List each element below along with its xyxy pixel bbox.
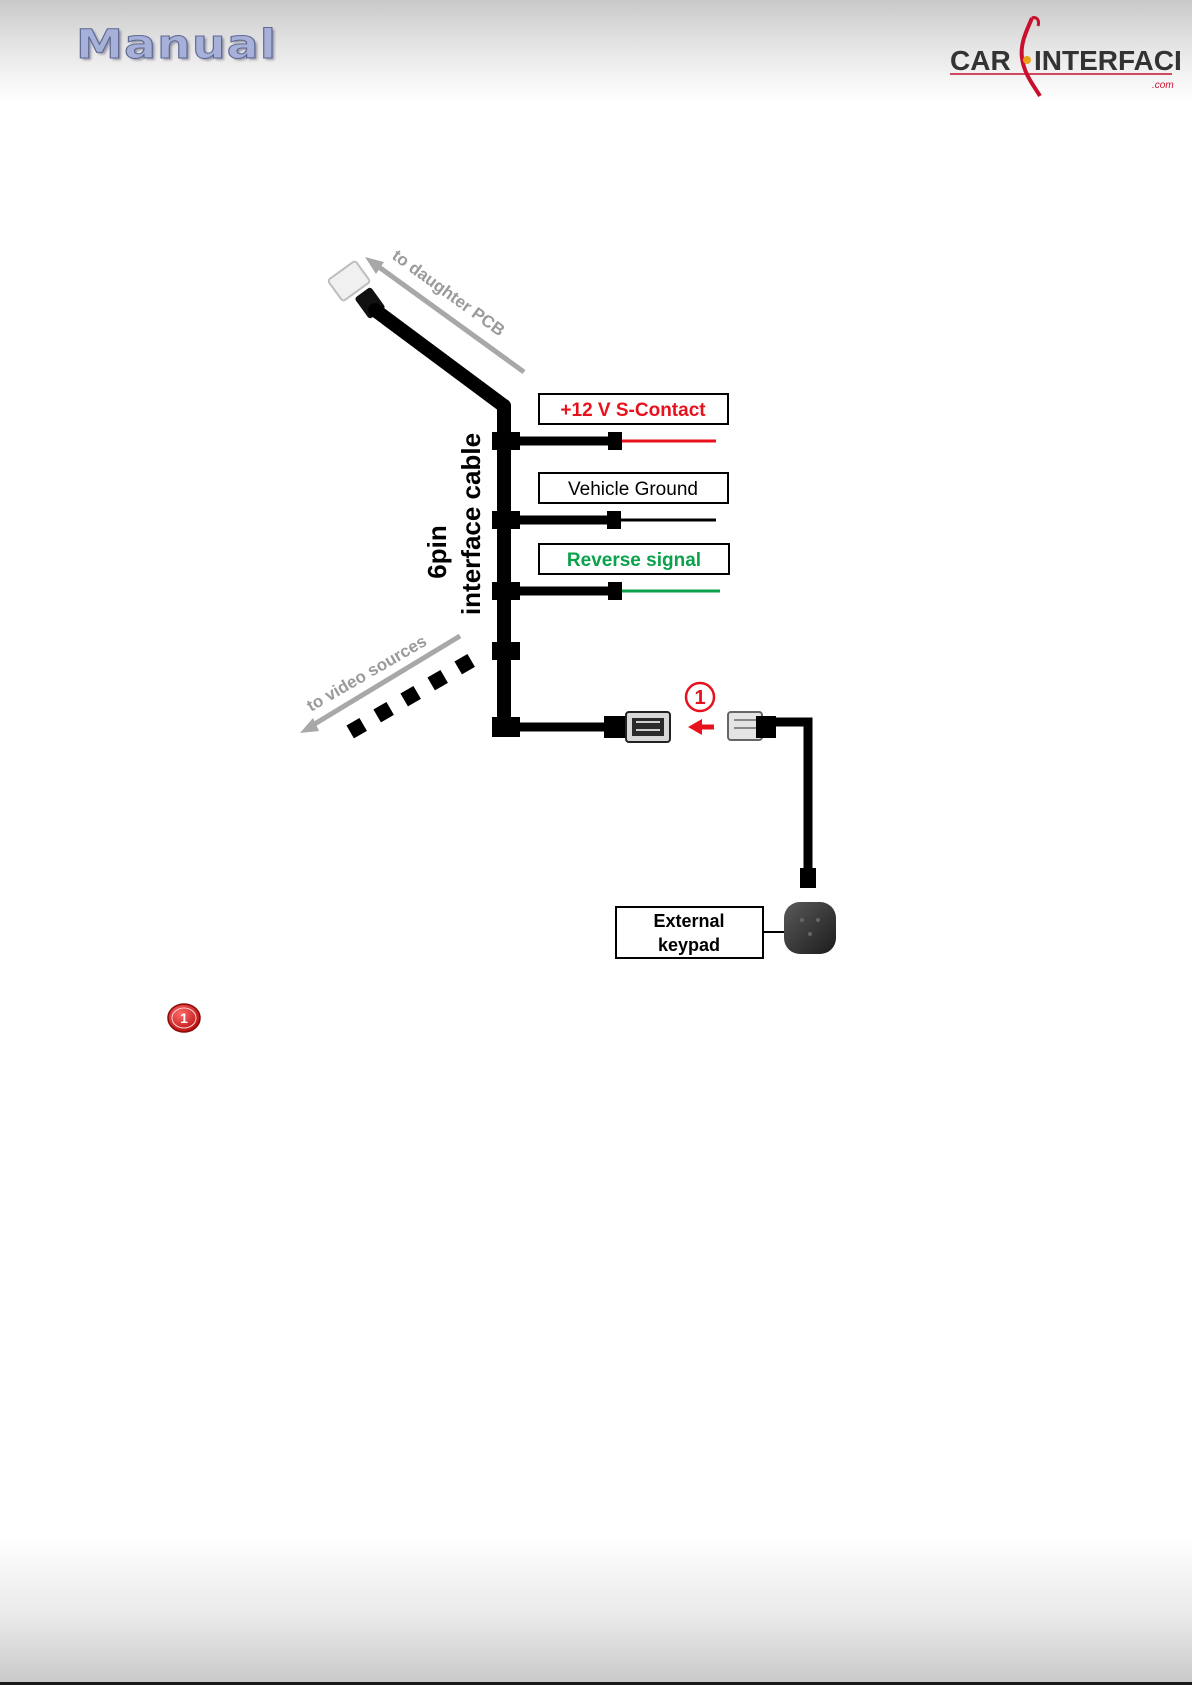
label-12v-s-contact: +12 V S-Contact [539, 394, 728, 424]
svg-text:External: External [653, 911, 724, 931]
svg-text:Vehicle Ground: Vehicle Ground [568, 479, 698, 500]
cable-label-6pin: 6pin [422, 525, 452, 578]
svg-text:Reverse signal: Reverse signal [567, 550, 701, 571]
svg-text:1: 1 [180, 1010, 188, 1026]
external-keypad [764, 902, 836, 954]
cable-label: 6pin interface cable [422, 433, 486, 615]
svg-text:1: 1 [694, 687, 705, 709]
wire-branch-ground [492, 511, 716, 529]
keypad-branch [492, 712, 670, 742]
svg-text:+12 V S-Contact: +12 V S-Contact [560, 400, 706, 421]
label-vehicle-ground: Vehicle Ground [539, 473, 728, 503]
label-external-keypad: External keypad [616, 907, 763, 958]
label-reverse-signal: Reverse signal [539, 544, 729, 574]
cable-label-interface: interface cable [456, 433, 486, 615]
wire-branch-12v [492, 432, 716, 450]
step-marker-1: 1 [686, 683, 714, 711]
wire-branch-reverse [492, 582, 720, 600]
svg-text:keypad: keypad [658, 935, 720, 955]
footer-band [0, 1535, 1192, 1685]
insert-arrow-icon [688, 719, 714, 735]
step-badge-1: 1 [166, 1002, 202, 1034]
keypad-cable [728, 712, 816, 888]
wiring-diagram: to daughter PCB to video sources [0, 0, 1192, 1000]
